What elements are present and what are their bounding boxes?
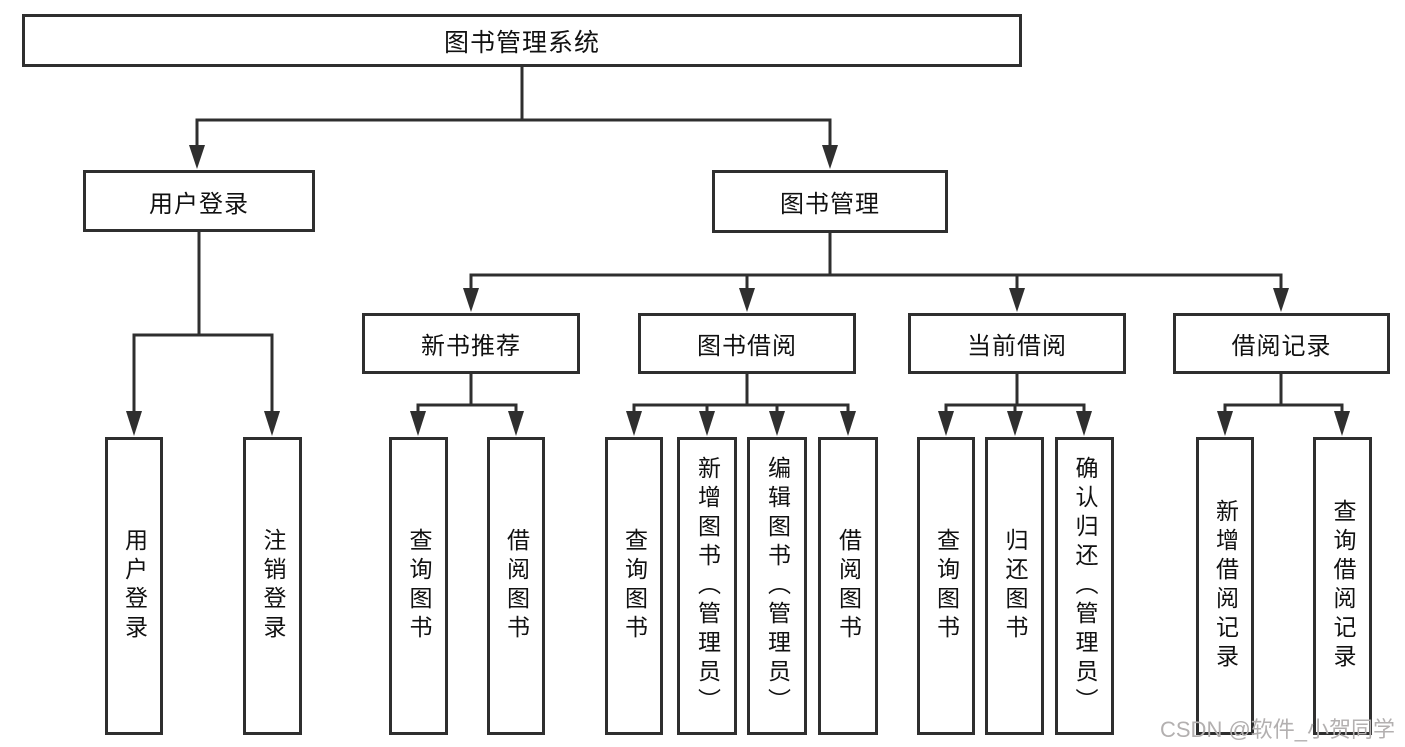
node-book-borrowing-label: 图书借阅	[697, 333, 797, 360]
node-borrowing-records-label: 借阅记录	[1231, 333, 1332, 360]
leaf-records-query-record: 查询借阅记录	[1313, 437, 1372, 735]
leaf-borrowing-borrow-books: 借阅图书	[818, 437, 878, 735]
csdn-watermark: CSDN @软件_小贺同学	[1160, 717, 1396, 742]
node-new-book-recommend: 新书推荐	[362, 313, 580, 374]
leaf-logout: 注销登录	[243, 437, 302, 735]
node-book-management: 图书管理	[712, 170, 948, 233]
leaf-records-query-record-label: 查询借阅记录	[1330, 499, 1356, 673]
leaf-borrowing-edit-books: 编辑图书（管理员）	[747, 437, 807, 735]
leaf-newbook-query-books: 查询图书	[389, 437, 448, 735]
leaf-borrowing-add-books: 新增图书（管理员）	[677, 437, 737, 735]
leaf-borrowing-query-books: 查询图书	[605, 437, 663, 735]
node-current-borrowing: 当前借阅	[908, 313, 1126, 374]
leaf-current-confirm-return-label: 确认归还（管理员）	[1072, 455, 1098, 717]
leaf-records-add-record: 新增借阅记录	[1196, 437, 1254, 735]
leaf-records-add-record-label: 新增借阅记录	[1212, 499, 1239, 673]
node-root-label: 图书管理系统	[443, 28, 600, 57]
leaf-borrowing-edit-books-label: 编辑图书（管理员）	[764, 455, 791, 717]
leaf-current-return-books-label: 归还图书	[1002, 528, 1028, 644]
leaf-user-login-label: 用户登录	[121, 528, 148, 644]
node-book-management-label: 图书管理	[780, 191, 880, 218]
leaf-logout-label: 注销登录	[260, 528, 286, 644]
leaf-current-query-books-label: 查询图书	[933, 528, 960, 644]
leaf-user-login: 用户登录	[105, 437, 163, 735]
node-user-login: 用户登录	[83, 170, 315, 232]
node-current-borrowing-label: 当前借阅	[967, 333, 1067, 360]
leaf-newbook-borrow-books: 借阅图书	[487, 437, 545, 735]
node-book-borrowing: 图书借阅	[638, 313, 856, 374]
leaf-current-confirm-return: 确认归还（管理员）	[1055, 437, 1114, 735]
node-new-book-recommend-label: 新书推荐	[421, 333, 521, 360]
node-borrowing-records: 借阅记录	[1173, 313, 1390, 374]
arrow-icons	[126, 145, 1350, 436]
leaf-borrowing-query-books-label: 查询图书	[621, 528, 648, 644]
leaf-borrowing-borrow-books-label: 借阅图书	[835, 528, 862, 644]
leaf-current-query-books: 查询图书	[917, 437, 975, 735]
leaf-current-return-books: 归还图书	[985, 437, 1044, 735]
leaf-newbook-borrow-books-label: 借阅图书	[503, 528, 530, 644]
leaf-newbook-query-books-label: 查询图书	[406, 528, 432, 644]
node-root: 图书管理系统	[22, 14, 1022, 67]
node-user-login-label: 用户登录	[149, 190, 249, 218]
leaf-borrowing-add-books-label: 新增图书（管理员）	[694, 455, 721, 717]
